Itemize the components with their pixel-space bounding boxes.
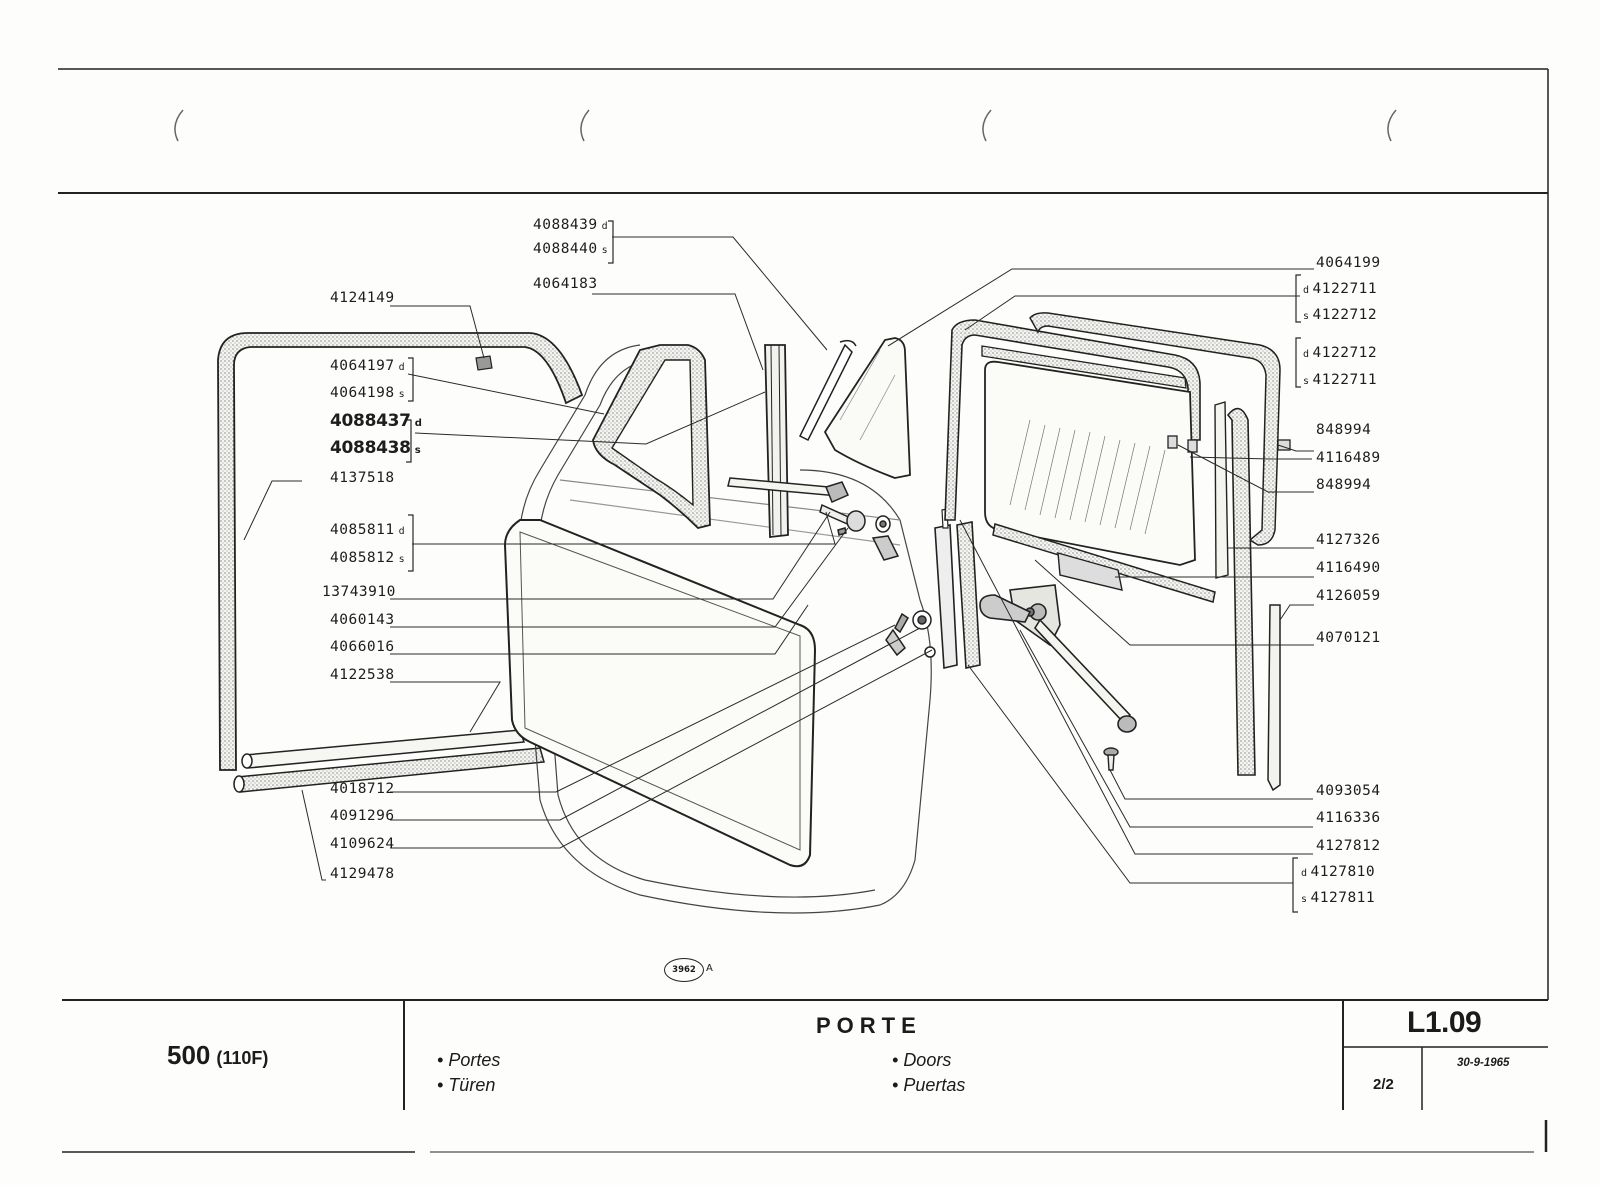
window-regulator	[979, 584, 1137, 733]
page-number: 2/2	[1373, 1076, 1394, 1093]
part-label-848994-upper: 848994	[1316, 422, 1372, 438]
leader-lines	[243, 236, 1314, 884]
part-label-4126059: 4126059	[1316, 588, 1381, 604]
translation-fr: • Portes	[437, 1050, 501, 1070]
section-title: PORTE	[816, 1013, 922, 1038]
translation-es: • Puertas	[892, 1075, 966, 1095]
part-label-4018712: 4018712	[330, 781, 395, 797]
glass-lift-channel	[1057, 552, 1123, 591]
part-label-4064199: 4064199	[1316, 255, 1381, 271]
glass-run-channel	[956, 521, 981, 669]
lock-channel	[934, 524, 958, 669]
window-channel-bar	[764, 344, 789, 539]
belt-line-strip	[992, 523, 1216, 603]
sheet-frame	[58, 68, 1549, 1153]
part-label-4091296: 4091296	[330, 808, 395, 824]
part-label-13743910: 13743910	[322, 584, 396, 600]
binder-hole-marks	[174, 109, 1397, 142]
rear-vertical-seal	[1226, 407, 1256, 776]
pair-brackets	[406, 220, 1301, 913]
part-label-4116336: 4116336	[1316, 810, 1381, 826]
part-label-4137518: 4137518	[330, 470, 395, 486]
rear-guide-track	[1214, 401, 1229, 579]
clip-part	[475, 355, 493, 371]
part-label-4093054: 4093054	[1316, 783, 1381, 799]
window-frame-outer	[944, 319, 1201, 521]
part-label-848994-lower: 848994	[1316, 477, 1372, 493]
sill-strips	[233, 729, 545, 793]
vent-window-frame	[592, 344, 711, 529]
figure-reference-badge: 3962	[664, 958, 704, 982]
glass-clips	[1167, 435, 1291, 453]
glass-run-upper	[981, 345, 1187, 389]
figure-reference-suffix: A	[706, 963, 713, 974]
part-label-4116489: 4116489	[1316, 450, 1381, 466]
part-label-4124149: 4124149	[330, 290, 395, 306]
part-label-4066016: 4066016	[330, 639, 395, 655]
window-glass	[984, 360, 1196, 566]
model-name: 500(110F)	[167, 1040, 269, 1070]
part-label-4116490: 4116490	[1316, 560, 1381, 576]
vent-rod	[798, 343, 853, 442]
part-label-4127812: 4127812	[1316, 838, 1381, 854]
translation-de: • Türen	[437, 1075, 496, 1095]
support-bracket	[1267, 604, 1281, 792]
part-label-4064183: 4064183	[533, 276, 598, 292]
part-label-4060143: 4060143	[330, 612, 395, 628]
part-label-4129478: 4129478	[330, 866, 395, 882]
door-seal-strip	[217, 332, 584, 771]
part-label-4127326: 4127326	[1316, 532, 1381, 548]
handle-hardware	[727, 477, 936, 658]
part-label-4070121: 4070121	[1316, 630, 1381, 646]
catalog-code: L1.09	[1407, 1006, 1482, 1039]
part-label-4109624: 4109624	[330, 836, 395, 852]
translation-en: • Doors	[892, 1050, 952, 1070]
door-trim-panel	[503, 519, 817, 868]
knob-part	[1103, 747, 1119, 771]
issue-date: 30-9-1965	[1457, 1057, 1510, 1069]
window-channel-outer	[1029, 312, 1281, 546]
part-label-4122538: 4122538	[330, 667, 395, 683]
vent-glass	[823, 337, 911, 479]
